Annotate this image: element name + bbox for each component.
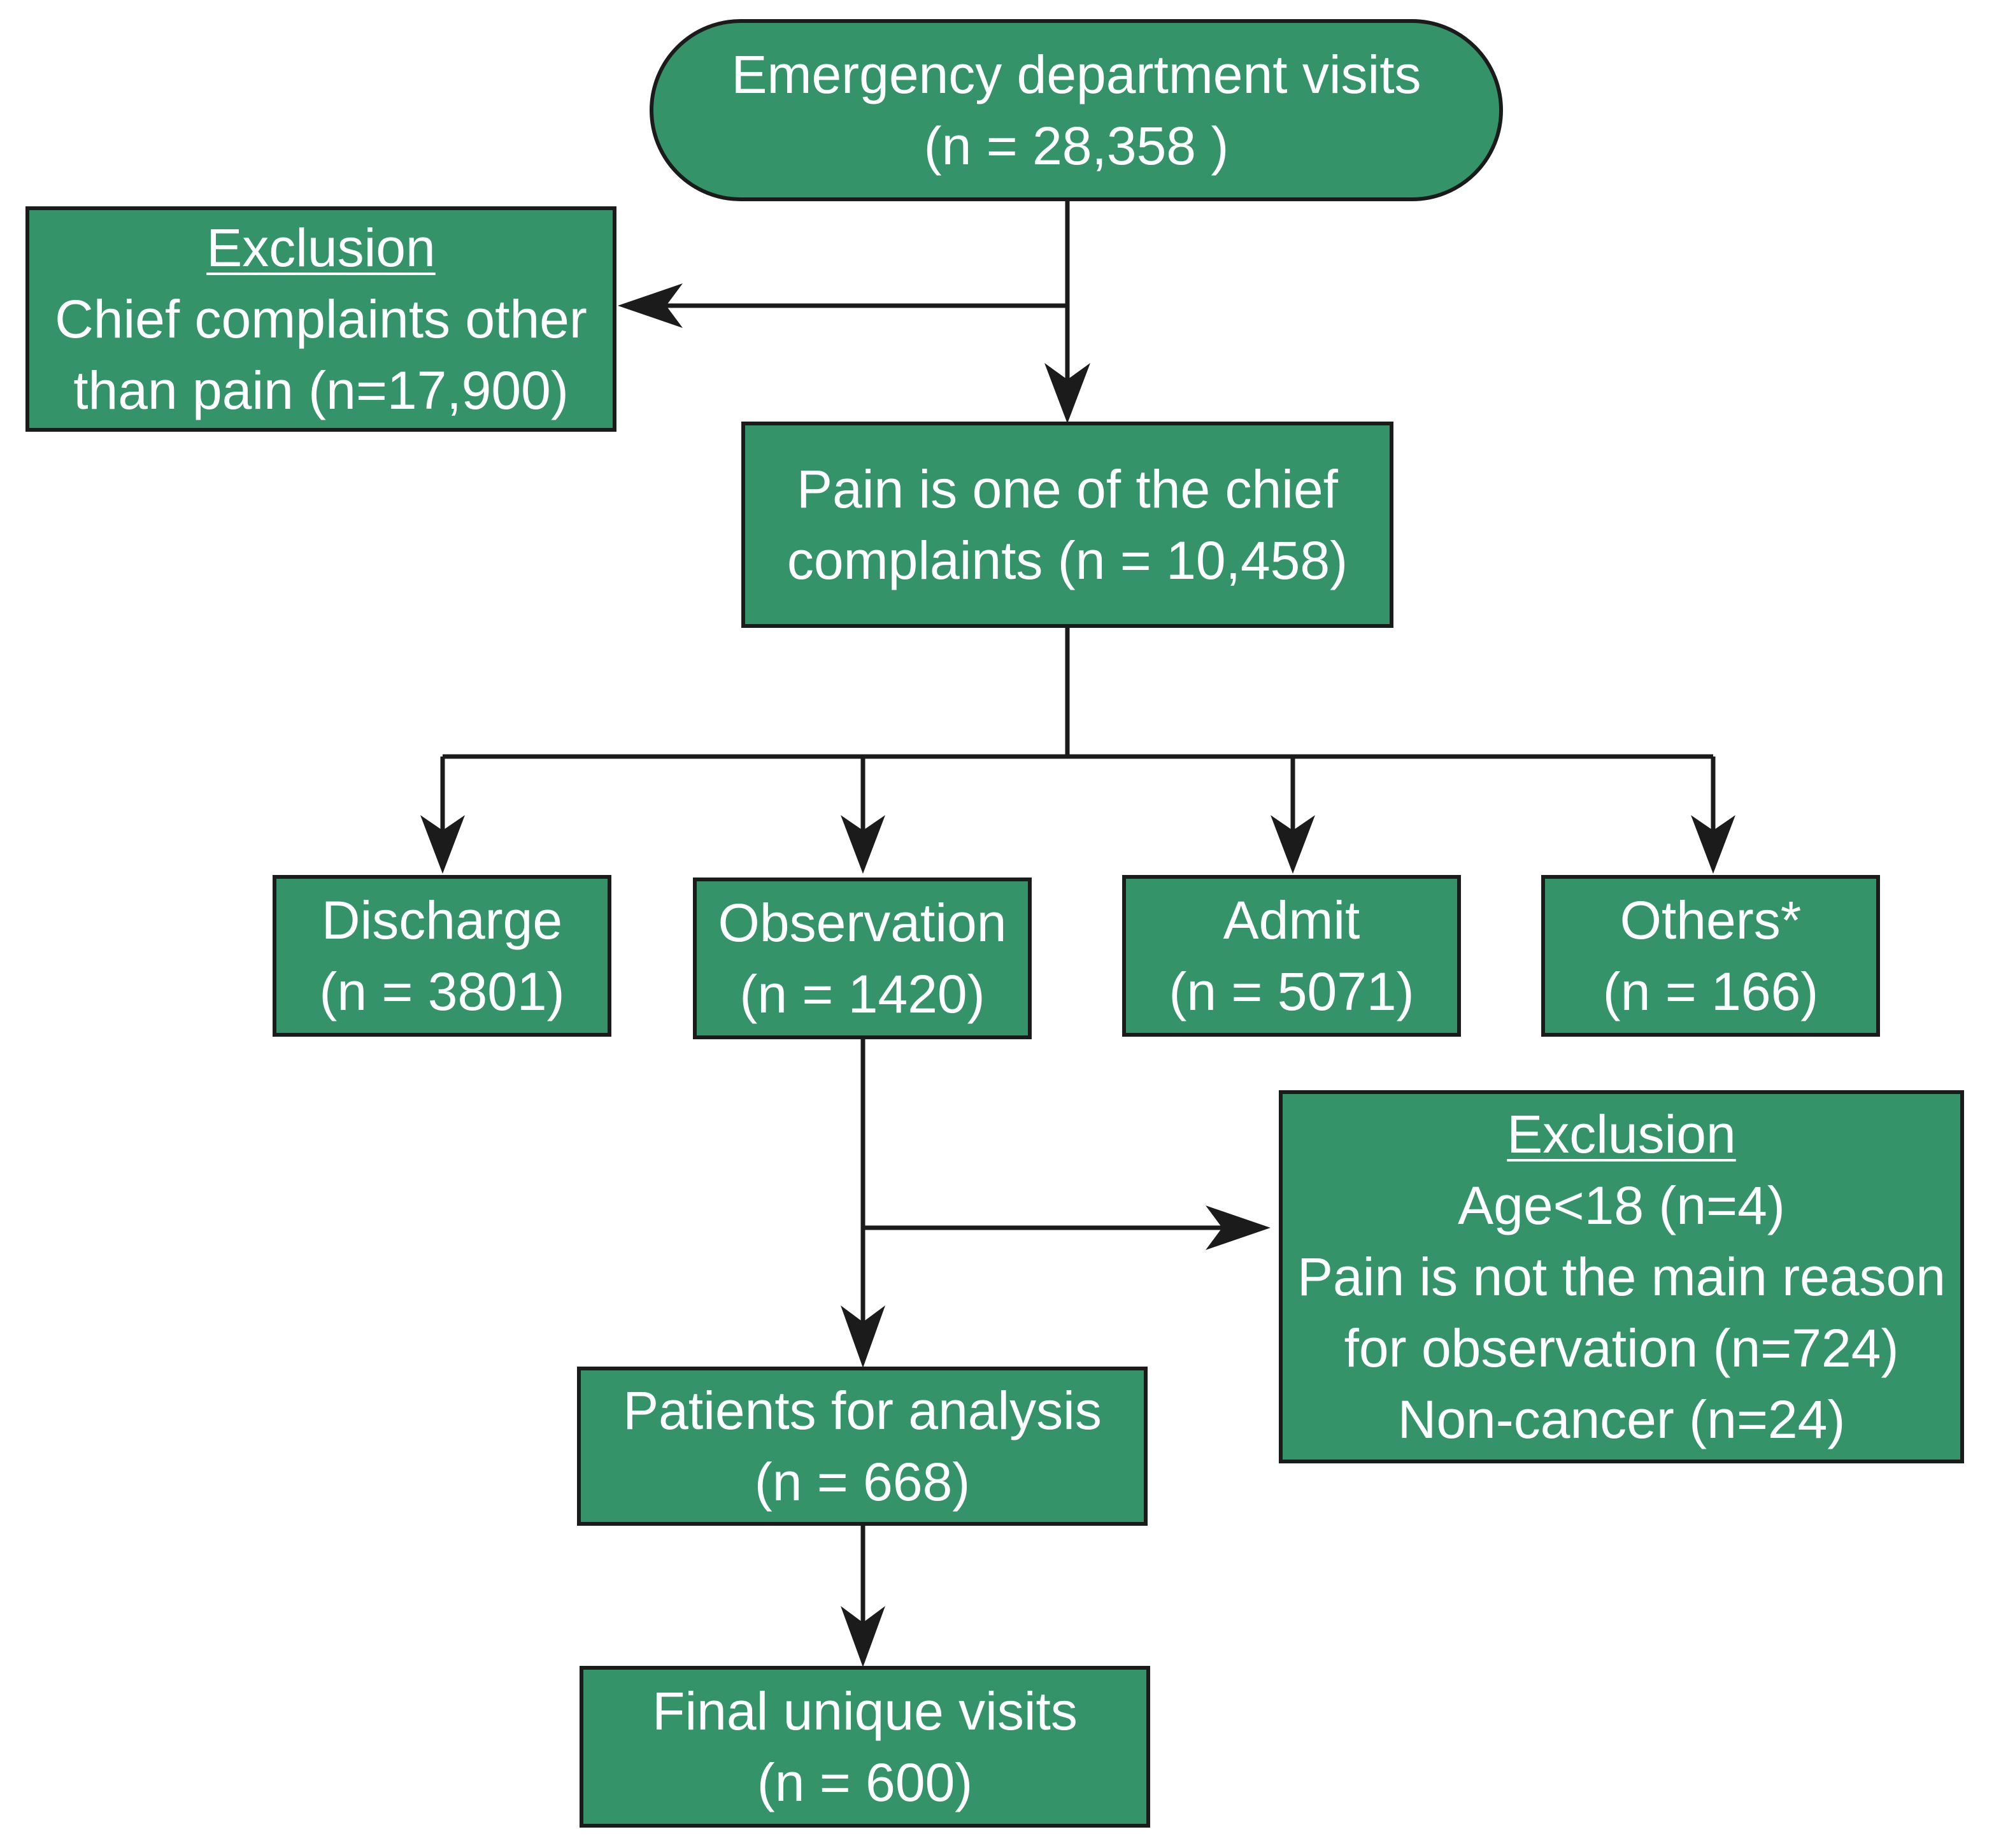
observation-label: Observation: [718, 893, 1007, 953]
exclusion-header: Exclusion: [206, 218, 436, 278]
analysis-count: (n = 668): [754, 1452, 971, 1512]
exclusion-obs-line-1: Age<18 (n=4): [1458, 1176, 1785, 1235]
others-count: (n = 166): [1602, 962, 1819, 1021]
exclusion-obs-line-4: Non-cancer (n=24): [1397, 1390, 1846, 1449]
arrowhead-to-discharge: [420, 815, 465, 874]
discharge-label: Discharge: [321, 890, 563, 950]
arrowhead-to-final: [841, 1606, 885, 1667]
admit-count: (n = 5071): [1169, 962, 1414, 1021]
ed-visits-label: Emergency department visits: [731, 45, 1421, 104]
arrowhead-to-others: [1691, 815, 1735, 874]
patients-for-analysis-box: Patients for analysis (n = 668): [577, 1367, 1148, 1526]
exclusion-observation-box: Exclusion Age<18 (n=4) Pain is not the m…: [1279, 1090, 1964, 1463]
ed-visits-node: Emergency department visits (n = 28,358 …: [650, 19, 1503, 201]
exclusion-line-2: than pain (n=17,900): [73, 360, 569, 420]
analysis-label: Patients for analysis: [623, 1381, 1102, 1440]
admit-box: Admit (n = 5071): [1122, 875, 1461, 1037]
exclusion-line-1: Chief complaints other: [55, 289, 587, 349]
pain-line-1: Pain is one of the chief: [797, 459, 1338, 519]
observation-count: (n = 1420): [739, 964, 985, 1024]
arrowhead-to-admit: [1271, 815, 1315, 874]
final-label: Final unique visits: [652, 1681, 1078, 1741]
exclusion-obs-line-2: Pain is not the main reason: [1297, 1247, 1946, 1307]
discharge-count: (n = 3801): [319, 962, 565, 1021]
final-count: (n = 600): [757, 1752, 973, 1812]
others-label: Others*: [1620, 890, 1802, 950]
arrowhead-to-analysis: [841, 1305, 885, 1368]
arrowhead-to-exclusion-top: [618, 283, 683, 328]
arrowhead-to-observation: [841, 815, 885, 874]
arrowhead-to-pain: [1044, 363, 1090, 423]
observation-box: Observation (n = 1420): [693, 878, 1032, 1039]
exclusion-obs-line-3: for observation (n=724): [1344, 1318, 1899, 1378]
admit-label: Admit: [1223, 890, 1360, 950]
exclusion-chief-complaints-box: Exclusion Chief complaints other than pa…: [25, 206, 616, 432]
exclusion-obs-header: Exclusion: [1507, 1104, 1736, 1164]
pain-line-2: complaints (n = 10,458): [787, 530, 1348, 590]
discharge-box: Discharge (n = 3801): [273, 875, 611, 1037]
arrowhead-to-exclusion-obs: [1206, 1205, 1271, 1250]
ed-visits-count: (n = 28,358 ): [923, 116, 1229, 176]
others-box: Others* (n = 166): [1541, 875, 1880, 1037]
pain-chief-complaints-box: Pain is one of the chief complaints (n =…: [741, 422, 1393, 628]
final-unique-visits-box: Final unique visits (n = 600): [580, 1666, 1150, 1828]
